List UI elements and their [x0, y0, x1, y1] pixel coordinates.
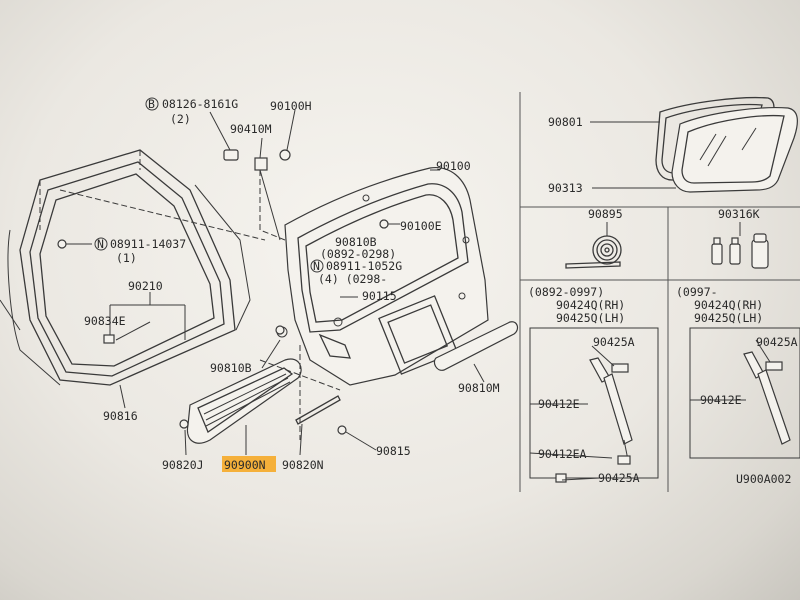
label-90100H: 90100H	[270, 99, 312, 113]
label-90816: 90816	[103, 409, 138, 423]
label-90210: 90210	[128, 279, 163, 293]
label-08911-1052G: 08911-1052G	[326, 259, 402, 273]
back-door-frame	[0, 149, 266, 386]
strut-box-b	[689, 327, 800, 459]
n-marker-1: N	[94, 237, 108, 251]
svg-text:N: N	[97, 237, 104, 251]
svg-text:B: B	[148, 97, 155, 111]
back-door-panel-90100	[276, 167, 489, 386]
label-08126-qty: (2)	[170, 112, 191, 126]
label-90412E-a: 90412E	[538, 397, 580, 411]
label-90815: 90815	[376, 444, 411, 458]
label-90412EA: 90412EA	[538, 447, 587, 461]
label-90313: 90313	[548, 181, 583, 195]
label-90425A-top-a: 90425A	[593, 335, 635, 349]
label-90424Q-rh-b: 90424Q(RH)	[694, 298, 763, 312]
label-90100E: 90100E	[400, 219, 442, 233]
label-0997: (0997-	[676, 285, 718, 299]
label-90115: 90115	[362, 289, 397, 303]
label-90410M: 90410M	[230, 122, 272, 136]
left-leader-lines	[66, 109, 485, 456]
adhesive-kit-90316K	[711, 222, 769, 269]
label-90801: 90801	[548, 115, 583, 129]
svg-text:N: N	[313, 259, 320, 273]
diagram-code: U900A002	[736, 472, 791, 486]
label-08911-14037: 08911-14037	[110, 237, 186, 251]
garnish-90810M	[433, 321, 519, 371]
label-08126-8161G: 08126-8161G	[162, 97, 238, 111]
label-90425A-bottom: 90425A	[598, 471, 640, 485]
label-90425A-top-b: 90425A	[756, 335, 798, 349]
label-4-0298: (4) (0298-	[318, 272, 387, 286]
label-90820N: 90820N	[282, 458, 324, 472]
label-0892-0997: (0892-0997)	[528, 285, 604, 299]
right-dividers	[519, 92, 800, 492]
label-90425Q-lh-a: 90425Q(LH)	[556, 311, 625, 325]
label-90316K: 90316K	[718, 207, 760, 221]
label-90810B-bottom: 90810B	[210, 361, 252, 375]
tape-roll-90895	[565, 222, 622, 269]
seal-strip-90820N	[295, 395, 341, 425]
label-0892-0298: (0892-0298)	[320, 247, 396, 261]
glass-panels	[590, 96, 798, 193]
label-90810B-top: 90810B	[335, 235, 377, 249]
label-90895: 90895	[588, 207, 623, 221]
part-highlight	[222, 456, 276, 472]
small-hardware	[57, 149, 389, 435]
b-marker: B	[145, 97, 159, 111]
strut-box-a	[529, 327, 659, 483]
label-90834E: 90834E	[84, 314, 126, 328]
label-90900N: 90900N	[224, 458, 266, 472]
label-90425Q-lh-b: 90425Q(LH)	[694, 311, 763, 325]
label-90820J: 90820J	[162, 458, 204, 472]
label-08911-qty: (1)	[116, 251, 137, 265]
n-marker-2: N	[310, 259, 324, 273]
label-90412E-b: 90412E	[700, 393, 742, 407]
label-90424Q-rh-a: 90424Q(RH)	[556, 298, 625, 312]
label-90810M: 90810M	[458, 381, 500, 395]
vent-grille-90900N	[186, 358, 302, 444]
label-90100: 90100	[436, 159, 471, 173]
